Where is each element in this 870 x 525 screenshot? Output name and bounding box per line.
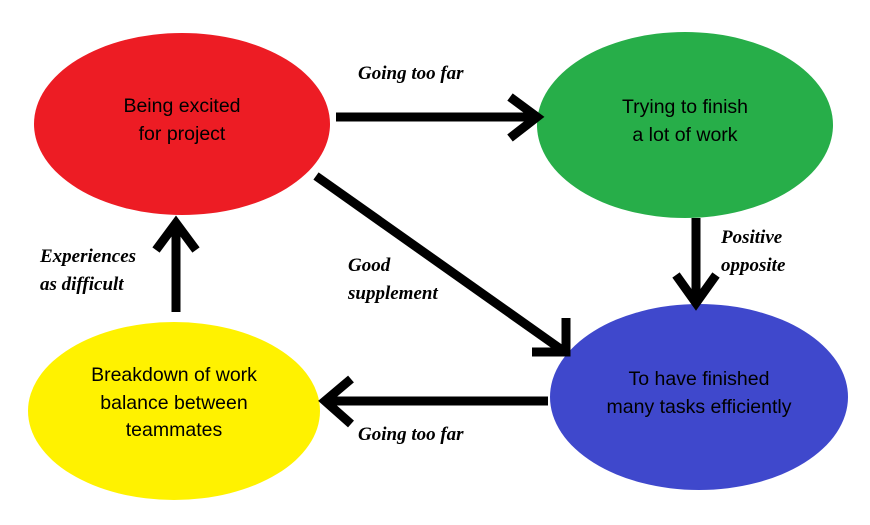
node-ellipse-excited[interactable] — [34, 33, 330, 215]
edge-arrow-finish-lot-to-finished — [672, 218, 720, 311]
edge-label-good-supplement: Good supplement — [348, 255, 438, 304]
edge-arrow-excited-to-finished — [313, 172, 571, 357]
node-ellipse-breakdown[interactable] — [28, 322, 320, 500]
edge-label-going-too-far-bottom: Going too far — [358, 424, 464, 445]
node-ellipse-finish-lot[interactable] — [537, 32, 833, 218]
edge-label-positive-opposite: Positive opposite — [721, 227, 786, 276]
edge-arrow-finished-to-breakdown — [318, 375, 548, 428]
node-ellipse-finished-efficiently[interactable] — [550, 304, 848, 490]
edge-arrow-breakdown-to-excited — [152, 215, 200, 312]
edge-label-experiences-as-difficult: Experiences as difficult — [40, 246, 137, 295]
edge-label-going-too-far-top: Going too far — [358, 63, 464, 84]
edge-arrow-excited-to-finish-lot — [336, 93, 545, 142]
